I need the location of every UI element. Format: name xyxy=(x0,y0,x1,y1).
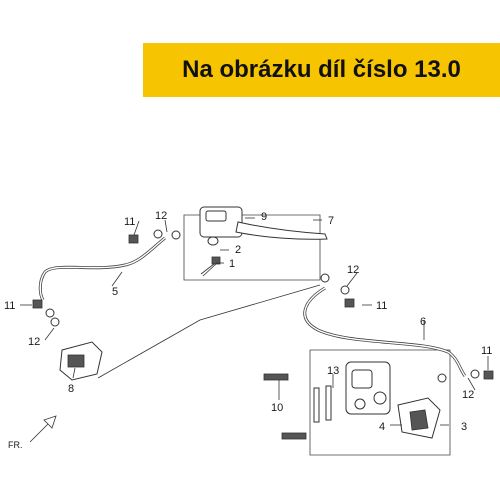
banjo-bolt xyxy=(344,298,355,308)
mounting-bolt xyxy=(281,432,307,440)
sealing-washer xyxy=(437,369,480,383)
front-direction-label: FR. xyxy=(8,440,23,450)
banjo-bolt xyxy=(128,234,139,244)
callout-11: 11 xyxy=(124,216,135,228)
callout-8: 8 xyxy=(68,383,74,395)
master-cylinder xyxy=(199,206,328,246)
sealing-washer xyxy=(153,229,181,240)
mounting-bolt xyxy=(263,373,289,381)
callout-12: 12 xyxy=(462,389,474,401)
callout-12: 12 xyxy=(28,336,40,348)
part-number-banner: Na obrázku díl číslo 13.0 xyxy=(143,43,500,97)
leader-lines xyxy=(20,217,489,426)
banjo-bolt xyxy=(483,370,494,380)
callout-4: 4 xyxy=(379,421,385,433)
banner-text: Na obrázku díl číslo 13.0 xyxy=(182,56,461,83)
callout-11: 11 xyxy=(376,300,387,312)
callout-11: 11 xyxy=(481,345,492,357)
callout-13: 13 xyxy=(327,365,339,377)
callout-6: 6 xyxy=(420,316,426,328)
brake-caliper xyxy=(345,361,391,415)
callout-12: 12 xyxy=(347,264,359,276)
callout-9: 9 xyxy=(261,211,267,223)
group-link-line xyxy=(97,284,321,379)
brake-pads xyxy=(397,397,441,439)
callout-1: 1 xyxy=(229,258,235,270)
sealing-washer xyxy=(320,273,350,295)
brake-hose-front xyxy=(38,236,166,301)
master-cylinder-group-frame xyxy=(183,214,321,281)
callout-3: 3 xyxy=(461,421,467,433)
callout-12: 12 xyxy=(155,210,167,222)
brake-hose-rear xyxy=(303,286,467,377)
callout-5: 5 xyxy=(112,286,118,298)
front-direction-arrow-icon xyxy=(29,415,57,443)
brake-switch xyxy=(200,256,221,277)
hose-bracket xyxy=(59,341,103,381)
banjo-bolt xyxy=(32,299,43,309)
callout-10: 10 xyxy=(271,402,283,414)
callout-2: 2 xyxy=(235,244,241,256)
caliper-group-frame xyxy=(309,349,451,456)
callout-11: 11 xyxy=(4,300,15,312)
callout-7: 7 xyxy=(328,215,334,227)
caliper-pins xyxy=(313,385,332,423)
sealing-washer xyxy=(45,308,60,327)
